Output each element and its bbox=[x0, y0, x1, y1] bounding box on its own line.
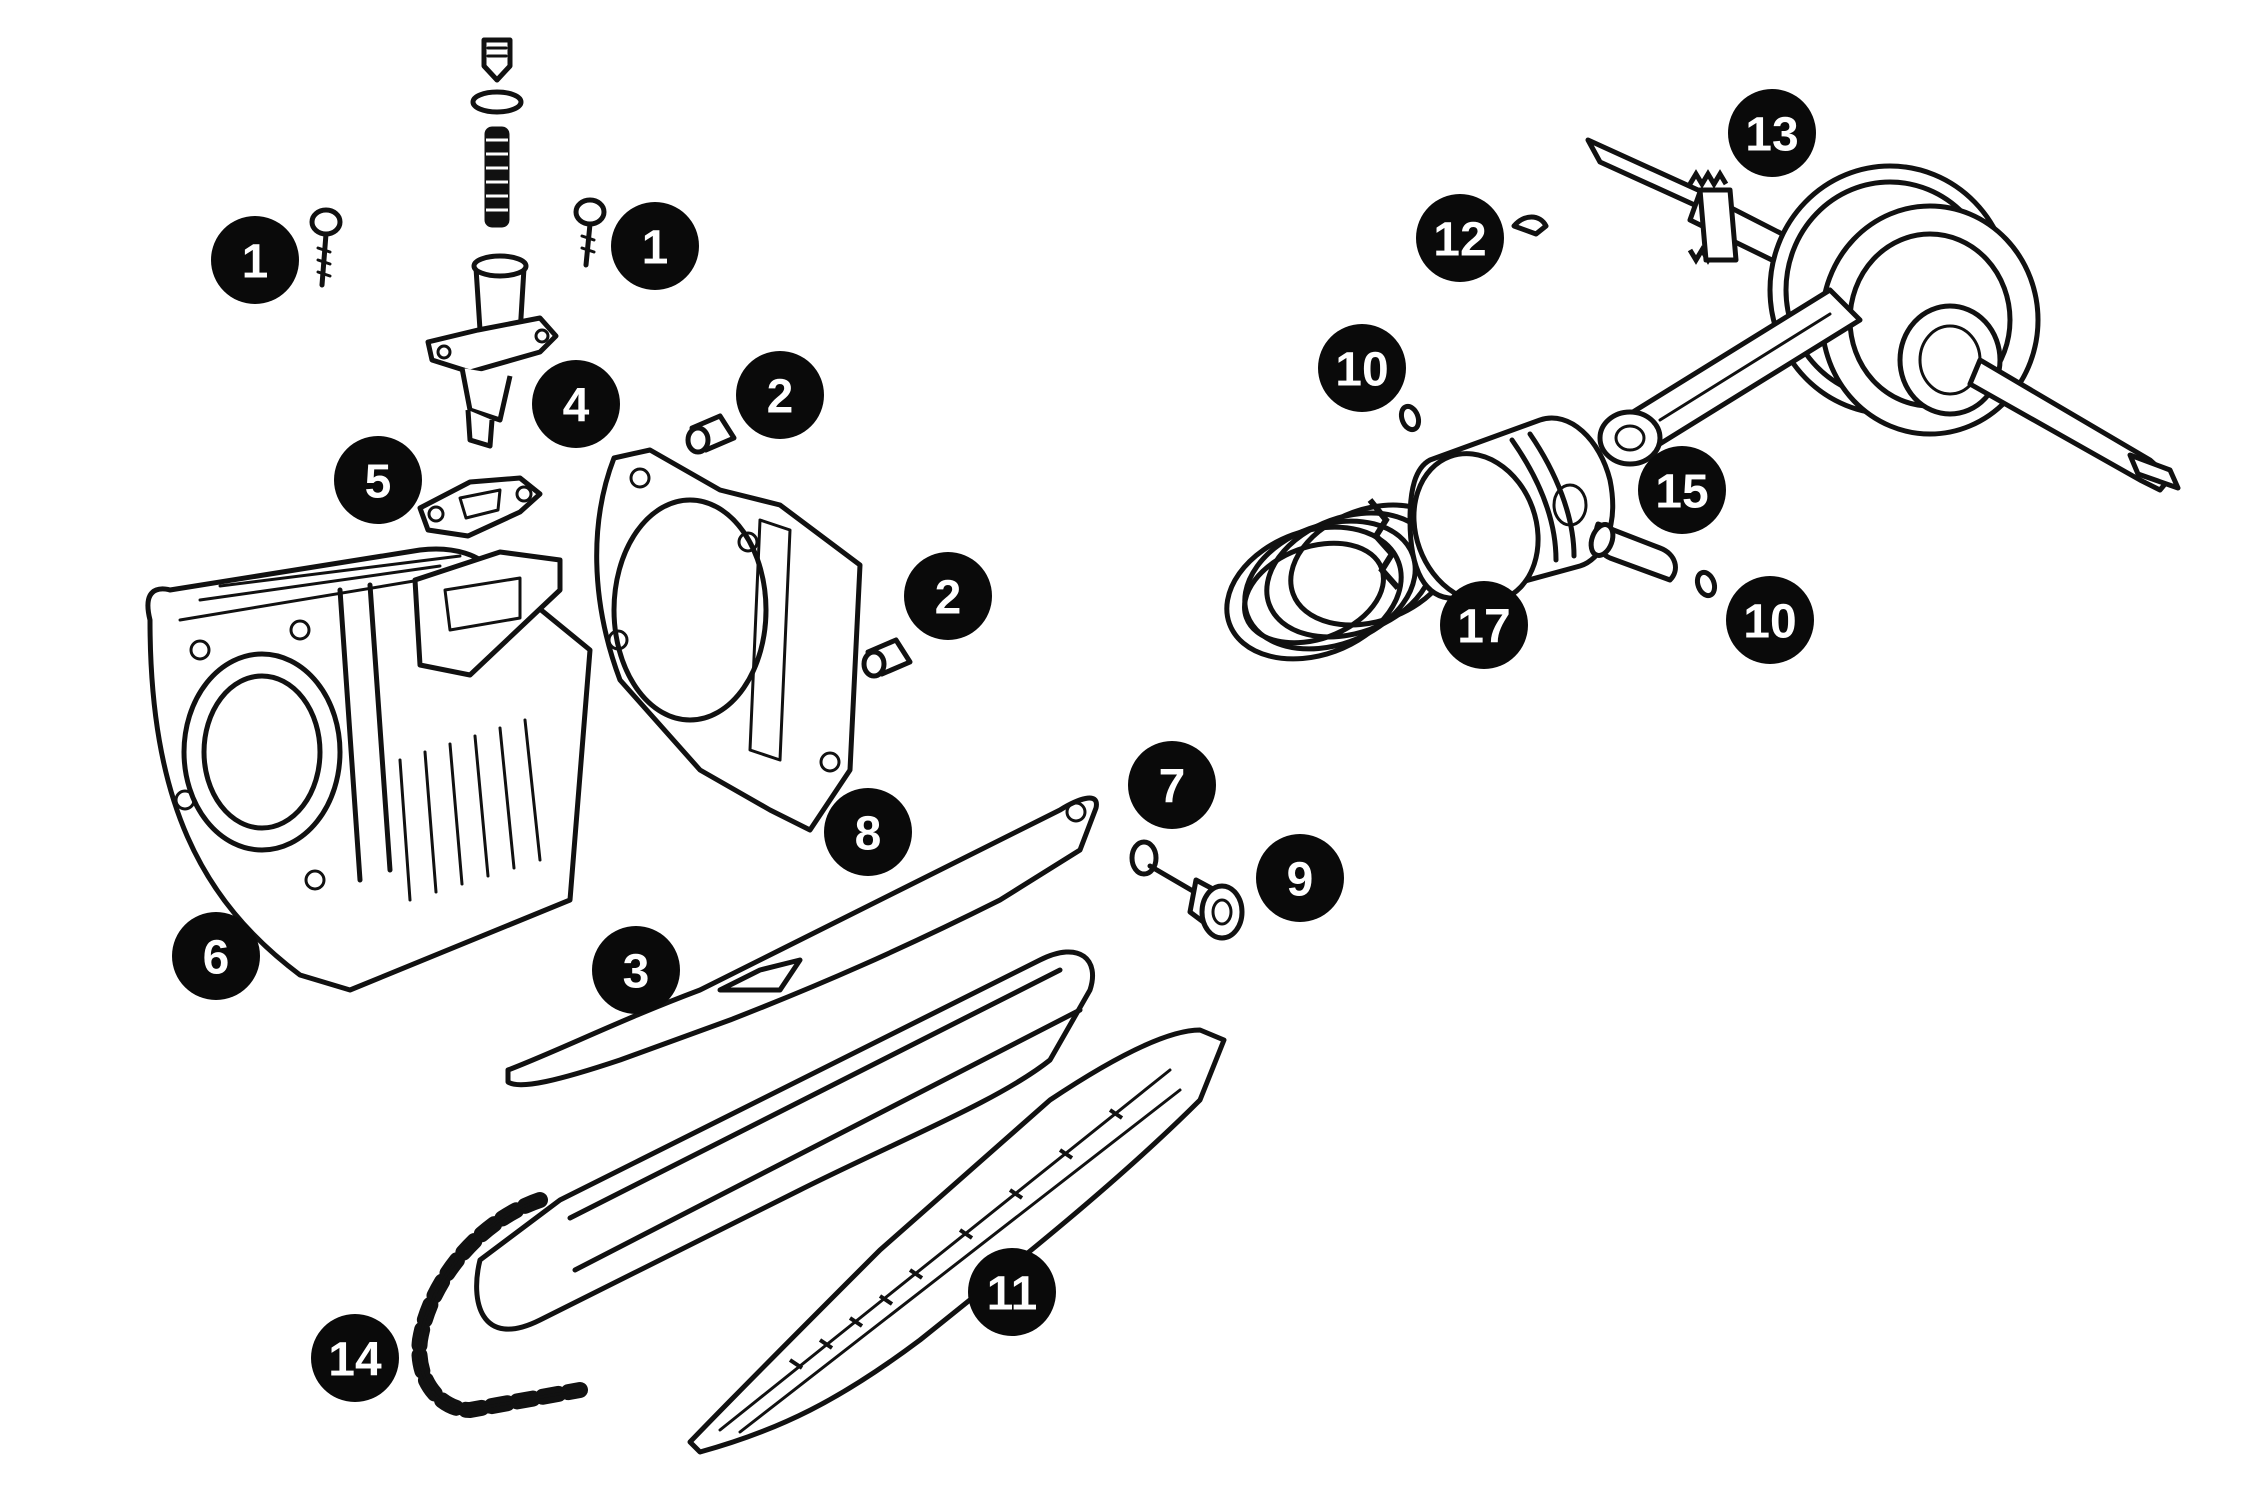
part-piston bbox=[1407, 415, 1616, 605]
callout-14: 14 bbox=[311, 1314, 399, 1402]
callout-10-lower: 10 bbox=[1726, 576, 1814, 664]
part-tensioner-cap bbox=[470, 37, 524, 115]
callout-label: 13 bbox=[1745, 109, 1798, 162]
callout-label: 12 bbox=[1433, 214, 1486, 267]
part-crankshaft bbox=[1585, 137, 2181, 493]
callout-2-upper: 2 bbox=[736, 351, 824, 439]
callout-1-left: 1 bbox=[211, 216, 299, 304]
callout-7: 7 bbox=[1128, 741, 1216, 829]
callout-8: 8 bbox=[824, 788, 912, 876]
part-dowel-upper bbox=[685, 413, 737, 455]
part-piston-pin bbox=[1588, 521, 1678, 583]
part-cam-chain bbox=[411, 949, 1096, 1419]
part-tensioner-gasket bbox=[417, 475, 543, 539]
part-cap-bolt bbox=[1147, 863, 1245, 941]
callout-label: 1 bbox=[242, 236, 269, 289]
part-circlip-upper bbox=[1398, 403, 1422, 433]
callout-label: 2 bbox=[935, 572, 962, 625]
callout-4: 4 bbox=[532, 360, 620, 448]
part-circlip-lower bbox=[1694, 569, 1718, 599]
part-bolt-left bbox=[309, 207, 343, 288]
callout-12: 12 bbox=[1416, 194, 1504, 282]
part-seal-washer bbox=[1129, 839, 1159, 877]
callout-label: 5 bbox=[365, 456, 392, 509]
part-tensioner-body bbox=[425, 253, 559, 449]
callout-1-right: 1 bbox=[611, 202, 699, 290]
part-chain-guide-upper bbox=[505, 795, 1099, 1088]
callout-label: 4 bbox=[563, 380, 590, 433]
callout-label: 9 bbox=[1287, 854, 1314, 907]
callout-label: 6 bbox=[203, 932, 230, 985]
callout-11: 11 bbox=[968, 1248, 1056, 1336]
part-cylinder-gasket bbox=[594, 447, 863, 833]
part-tensioner-spring bbox=[484, 126, 510, 228]
callout-label: 2 bbox=[767, 371, 794, 424]
callout-label: 10 bbox=[1335, 344, 1388, 397]
callout-label: 17 bbox=[1457, 601, 1510, 654]
callout-5: 5 bbox=[334, 436, 422, 524]
callout-9: 9 bbox=[1256, 834, 1344, 922]
callout-label: 14 bbox=[328, 1334, 382, 1387]
callout-2-lower: 2 bbox=[904, 552, 992, 640]
callout-17: 17 bbox=[1440, 581, 1528, 669]
part-chain-guide-lower bbox=[687, 1027, 1227, 1455]
callout-label: 1 bbox=[642, 222, 669, 275]
callout-3: 3 bbox=[592, 926, 680, 1014]
part-cylinder-block bbox=[145, 546, 593, 993]
part-woodruff-key bbox=[1511, 214, 1549, 237]
callout-label: 7 bbox=[1159, 761, 1186, 814]
callout-13: 13 bbox=[1728, 89, 1816, 177]
callout-label: 11 bbox=[987, 1268, 1038, 1321]
callout-label: 8 bbox=[855, 808, 882, 861]
part-dowel-lower bbox=[861, 637, 913, 679]
callout-label: 10 bbox=[1743, 596, 1796, 649]
part-bolt-right bbox=[573, 197, 607, 268]
callout-label: 15 bbox=[1655, 466, 1708, 519]
callout-label: 3 bbox=[623, 946, 650, 999]
callout-6: 6 bbox=[172, 912, 260, 1000]
callout-15: 15 bbox=[1638, 446, 1726, 534]
callout-10-upper: 10 bbox=[1318, 324, 1406, 412]
